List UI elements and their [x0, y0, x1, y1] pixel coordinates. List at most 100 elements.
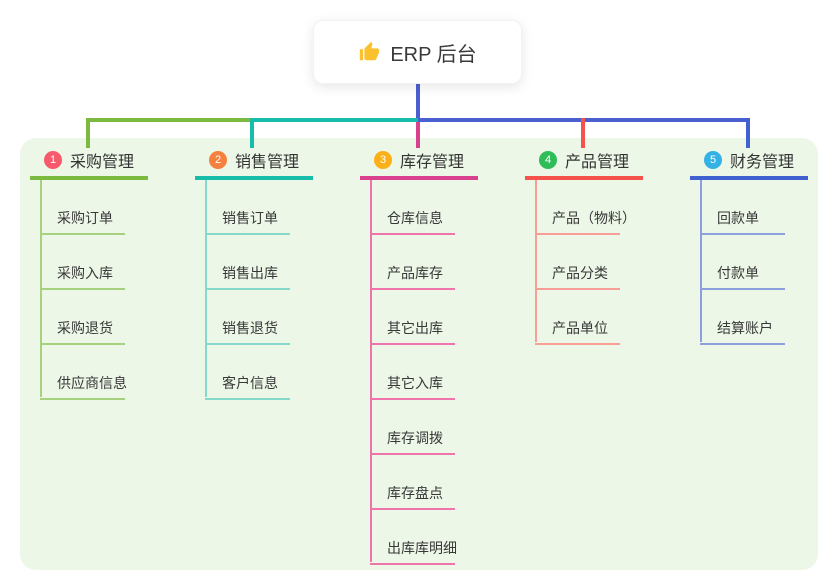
child-underline	[535, 343, 620, 345]
branch-label: 采购管理	[70, 154, 135, 171]
thumbs-up-icon	[360, 41, 380, 61]
child-node[interactable]: 采购退货	[30, 290, 148, 345]
child-node[interactable]: 产品库存	[360, 235, 478, 290]
connector-riser-finance	[746, 118, 750, 148]
child-node[interactable]: 采购入库	[30, 235, 148, 290]
child-underline	[370, 508, 455, 510]
branch-children: 采购订单 采购入库 采购退货 供应商信息	[30, 180, 148, 400]
child-label: 库存调拨	[387, 430, 443, 446]
branch-inventory: 3 库存管理 仓库信息 产品库存 其它出库 其它入库 库存调拨	[360, 148, 478, 565]
branch-label: 产品管理	[565, 154, 630, 171]
child-underline	[40, 398, 125, 400]
branch-children: 产品（物料） 产品分类 产品单位	[525, 180, 643, 345]
child-label: 其它入库	[387, 375, 443, 391]
children-connector-line	[535, 180, 537, 342]
child-label: 其它出库	[387, 320, 443, 336]
child-underline	[370, 343, 455, 345]
branch-underline	[195, 176, 313, 180]
child-label: 出库库明细	[387, 540, 457, 556]
child-node[interactable]: 产品单位	[525, 290, 643, 345]
child-node[interactable]: 供应商信息	[30, 345, 148, 400]
child-label: 产品单位	[552, 320, 608, 336]
branch-number-badge: 5	[704, 151, 722, 169]
child-node[interactable]: 回款单	[690, 180, 808, 235]
branch-label: 库存管理	[400, 154, 465, 171]
child-label: 销售订单	[222, 210, 278, 226]
branch-purchase: 1 采购管理 采购订单 采购入库 采购退货 供应商信息	[30, 148, 148, 400]
branch-node-finance[interactable]: 5 财务管理	[690, 148, 808, 172]
child-label: 销售出库	[222, 265, 278, 281]
branch-number-badge: 2	[209, 151, 227, 169]
child-underline	[700, 288, 785, 290]
child-label: 产品分类	[552, 265, 608, 281]
connector-bus-teal	[252, 118, 418, 122]
connector-root-stem	[416, 82, 420, 118]
branch-children: 销售订单 销售出库 销售退货 客户信息	[195, 180, 313, 400]
child-underline	[700, 233, 785, 235]
child-node[interactable]: 仓库信息	[360, 180, 478, 235]
child-node[interactable]: 客户信息	[195, 345, 313, 400]
child-underline	[205, 398, 290, 400]
child-label: 客户信息	[222, 375, 278, 391]
child-underline	[40, 343, 125, 345]
branch-product: 4 产品管理 产品（物料） 产品分类 产品单位	[525, 148, 643, 345]
branch-label: 销售管理	[235, 154, 300, 171]
root-label: ERP 后台	[390, 43, 477, 66]
branch-underline	[360, 176, 478, 180]
branch-sales: 2 销售管理 销售订单 销售出库 销售退货 客户信息	[195, 148, 313, 400]
child-label: 采购入库	[57, 265, 113, 281]
child-node[interactable]: 其它出库	[360, 290, 478, 345]
branch-number-badge: 3	[374, 151, 392, 169]
child-label: 仓库信息	[387, 210, 443, 226]
child-underline	[370, 563, 455, 565]
branch-number-badge: 4	[539, 151, 557, 169]
child-underline	[205, 233, 290, 235]
branch-number-badge: 1	[44, 151, 62, 169]
child-underline	[370, 453, 455, 455]
child-label: 付款单	[717, 265, 759, 281]
child-node[interactable]: 付款单	[690, 235, 808, 290]
child-label: 采购订单	[57, 210, 113, 226]
child-underline	[40, 288, 125, 290]
branch-node-product[interactable]: 4 产品管理	[525, 148, 643, 172]
branch-node-sales[interactable]: 2 销售管理	[195, 148, 313, 172]
branches-panel	[20, 138, 818, 570]
children-connector-line	[700, 180, 702, 342]
connector-riser-product	[581, 118, 585, 148]
branch-node-inventory[interactable]: 3 库存管理	[360, 148, 478, 172]
child-node[interactable]: 销售退货	[195, 290, 313, 345]
child-node[interactable]: 销售出库	[195, 235, 313, 290]
root-node[interactable]: ERP 后台	[313, 20, 522, 84]
branch-node-purchase[interactable]: 1 采购管理	[30, 148, 148, 172]
child-underline	[370, 398, 455, 400]
child-label: 库存盘点	[387, 485, 443, 501]
child-label: 产品（物料）	[552, 210, 636, 226]
child-node[interactable]: 产品分类	[525, 235, 643, 290]
child-node[interactable]: 产品（物料）	[525, 180, 643, 235]
child-underline	[535, 288, 620, 290]
branch-underline	[690, 176, 808, 180]
child-node[interactable]: 出库库明细	[360, 510, 478, 565]
child-label: 结算账户	[717, 320, 773, 336]
branch-underline	[525, 176, 643, 180]
connector-riser-inventory	[416, 122, 420, 148]
children-connector-line	[370, 180, 372, 562]
child-node[interactable]: 库存盘点	[360, 455, 478, 510]
child-node[interactable]: 结算账户	[690, 290, 808, 345]
child-label: 销售退货	[222, 320, 278, 336]
child-label: 回款单	[717, 210, 759, 226]
child-underline	[370, 233, 455, 235]
child-node[interactable]: 销售订单	[195, 180, 313, 235]
child-label: 供应商信息	[57, 375, 127, 391]
connector-riser-sales	[250, 118, 254, 148]
connector-bus-green	[86, 118, 252, 122]
child-node[interactable]: 其它入库	[360, 345, 478, 400]
connector-riser-purchase	[86, 118, 90, 148]
child-node[interactable]: 采购订单	[30, 180, 148, 235]
branch-children: 仓库信息 产品库存 其它出库 其它入库 库存调拨 库存盘点	[360, 180, 478, 565]
child-underline	[205, 288, 290, 290]
child-node[interactable]: 库存调拨	[360, 400, 478, 455]
child-underline	[700, 343, 785, 345]
child-underline	[370, 288, 455, 290]
